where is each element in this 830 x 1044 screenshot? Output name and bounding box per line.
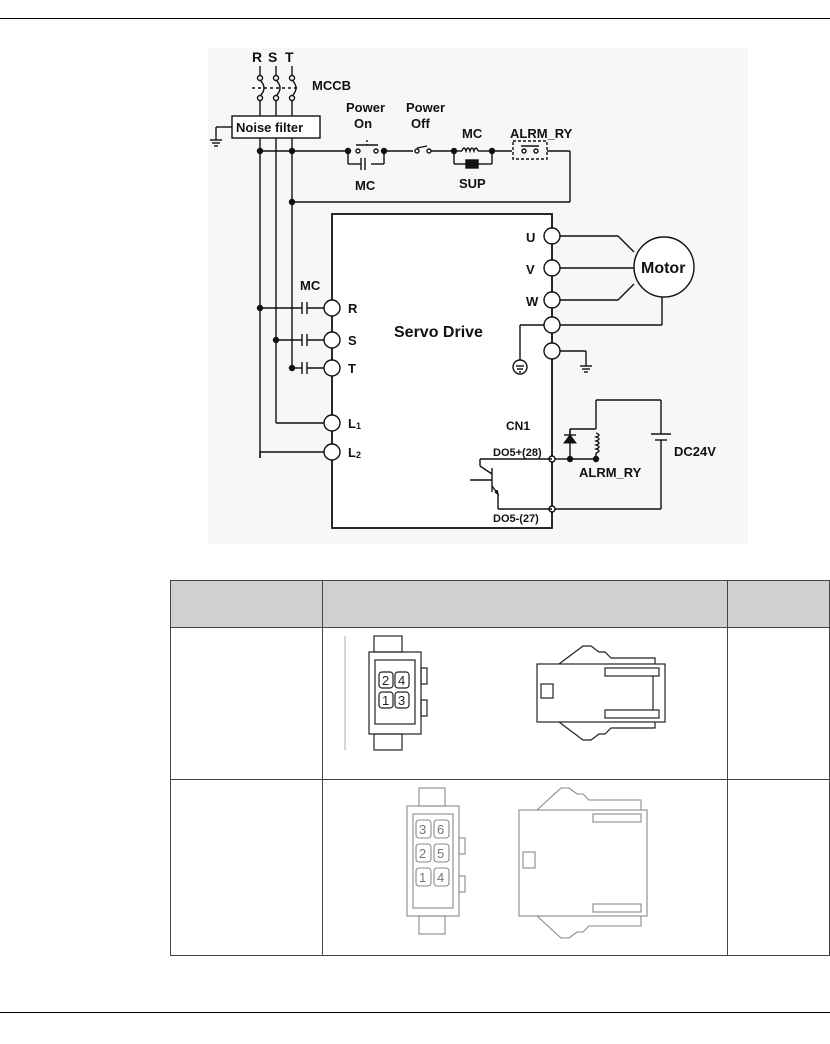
label-dc24v: DC24V [674,444,716,459]
connector-drawing-4pin-cell: 2 4 1 3 [322,627,729,780]
pin-number: 3 [398,693,405,708]
label-r-phase: R [252,49,262,65]
input-terminals [256,202,341,461]
label-in-s: S [348,333,357,348]
label-s-phase: S [268,49,277,65]
pin-number: 6 [437,822,444,837]
alrm-ry-contact [512,140,548,160]
label-in-r: R [348,301,358,316]
pin-number: 2 [382,673,389,688]
label-do5-plus: DO5+(28) [493,447,542,459]
table-cell [169,627,324,780]
label-motor: Motor [641,260,685,277]
label-do5-minus: DO5-(27) [493,513,539,525]
label-noise-filter: Noise filter [236,120,303,135]
label-t-phase: T [285,49,294,65]
pin-number: 1 [419,870,426,885]
table-header-cell [727,580,830,628]
label-v: V [526,262,535,277]
label-mccb: MCCB [312,78,351,93]
label-power-on-2: On [354,116,372,131]
label-in-l1: L1 [348,416,361,431]
pin-number: 5 [437,846,444,861]
label-mc-left: MC [300,278,321,293]
connector-4pin-drawing: 2 4 1 3 [344,635,666,751]
connector-6pin-drawing: 3 6 2 5 1 4 [406,787,648,939]
table-cell [727,779,830,956]
table-header-row [169,580,830,628]
label-in-l2: L2 [348,445,361,460]
footer-rule [0,1012,830,1013]
label-power-off-2: Off [411,116,430,131]
alrm-ry-relay [563,399,671,509]
pin-number: 3 [419,822,426,837]
label-mc-contact: MC [355,178,376,193]
table-row: 2 4 1 3 [169,627,830,780]
do5-output-circuit [470,455,661,513]
label-servo-drive: Servo Drive [394,324,483,341]
label-power-on-1: Power [346,100,385,115]
label-in-t: T [348,361,356,376]
motor-symbol [633,236,695,298]
pin-number: 2 [419,846,426,861]
header-rule [0,18,830,19]
label-sup: SUP [459,176,486,191]
pin-number: 4 [437,870,444,885]
table-row: 3 6 2 5 1 4 [169,779,830,956]
label-w: W [526,294,539,309]
power-on-switch [344,140,388,170]
label-cn1: CN1 [506,419,530,433]
pin-number: 1 [382,693,389,708]
mccb-breakers [252,66,300,116]
output-terminals [512,227,663,375]
table-header-cell [169,580,324,628]
table-cell [169,779,324,956]
label-u: U [526,230,535,245]
wiring-diagram: R S T MCCB Noise filter Power On MC Powe… [208,48,748,544]
table-cell [727,627,830,780]
label-power-off-1: Power [406,100,445,115]
pin-number: 4 [398,673,405,688]
label-mc-coil: MC [462,126,483,141]
connector-table: 2 4 1 3 [169,580,830,956]
label-alrm-ry-top: ALRM_RY [510,126,573,141]
label-alrm-ry-bottom: ALRM_RY [579,465,642,480]
mc-coil [450,147,496,169]
connector-drawing-6pin-cell: 3 6 2 5 1 4 [322,779,729,956]
table-header-cell [322,580,729,628]
power-off-switch [414,145,432,154]
